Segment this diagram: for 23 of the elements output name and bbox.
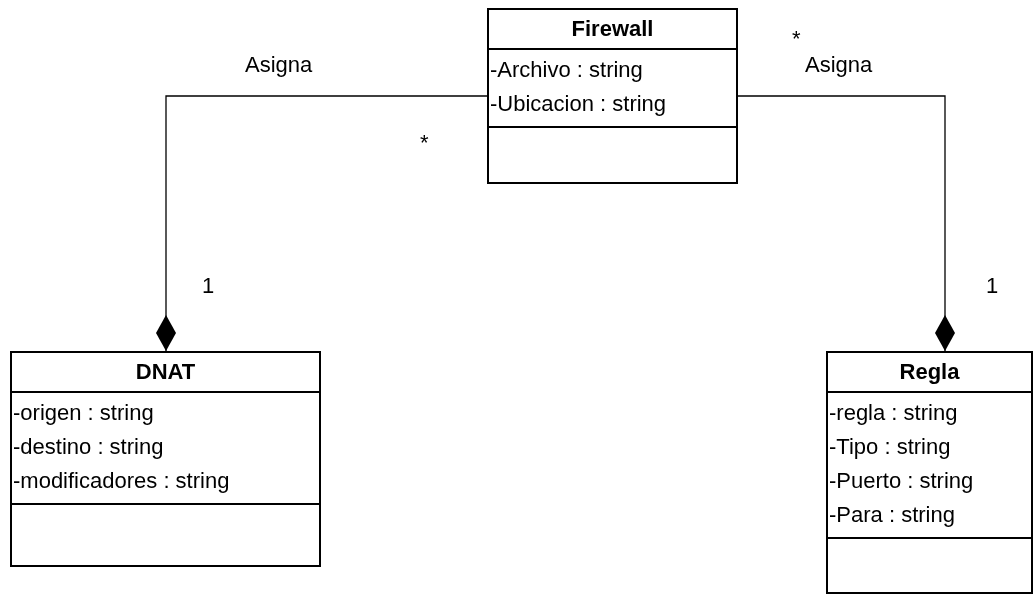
class-box bbox=[487, 8, 738, 184]
class-name: Regla bbox=[828, 353, 1031, 393]
edge-label: Asigna bbox=[245, 52, 313, 78]
attribute-text: -Archivo : string bbox=[489, 56, 644, 84]
composition-line bbox=[737, 95, 955, 352]
class-box bbox=[826, 351, 1033, 594]
attribute-text: -Puerto : string bbox=[828, 467, 975, 495]
multiplicity-label: 1 bbox=[202, 273, 215, 299]
multiplicity-label: * bbox=[792, 26, 801, 52]
attribute-text: -destino : string bbox=[12, 433, 165, 461]
attribute-text: -Para : string bbox=[828, 501, 956, 529]
attribute-text: -Tipo : string bbox=[828, 433, 952, 461]
attribute-text: -Ubicacion : string bbox=[489, 90, 668, 118]
multiplicity-label: 1 bbox=[986, 273, 999, 299]
attribute-text: -origen : string bbox=[12, 399, 155, 427]
class-box bbox=[10, 351, 321, 567]
class-name: Firewall bbox=[489, 10, 736, 50]
composition-line bbox=[156, 95, 488, 352]
attribute-text: -modificadores : string bbox=[12, 467, 231, 495]
edge-label: Asigna bbox=[805, 52, 873, 78]
class-name: DNAT bbox=[12, 353, 319, 393]
multiplicity-label: * bbox=[420, 130, 429, 156]
attribute-text: -regla : string bbox=[828, 399, 959, 427]
